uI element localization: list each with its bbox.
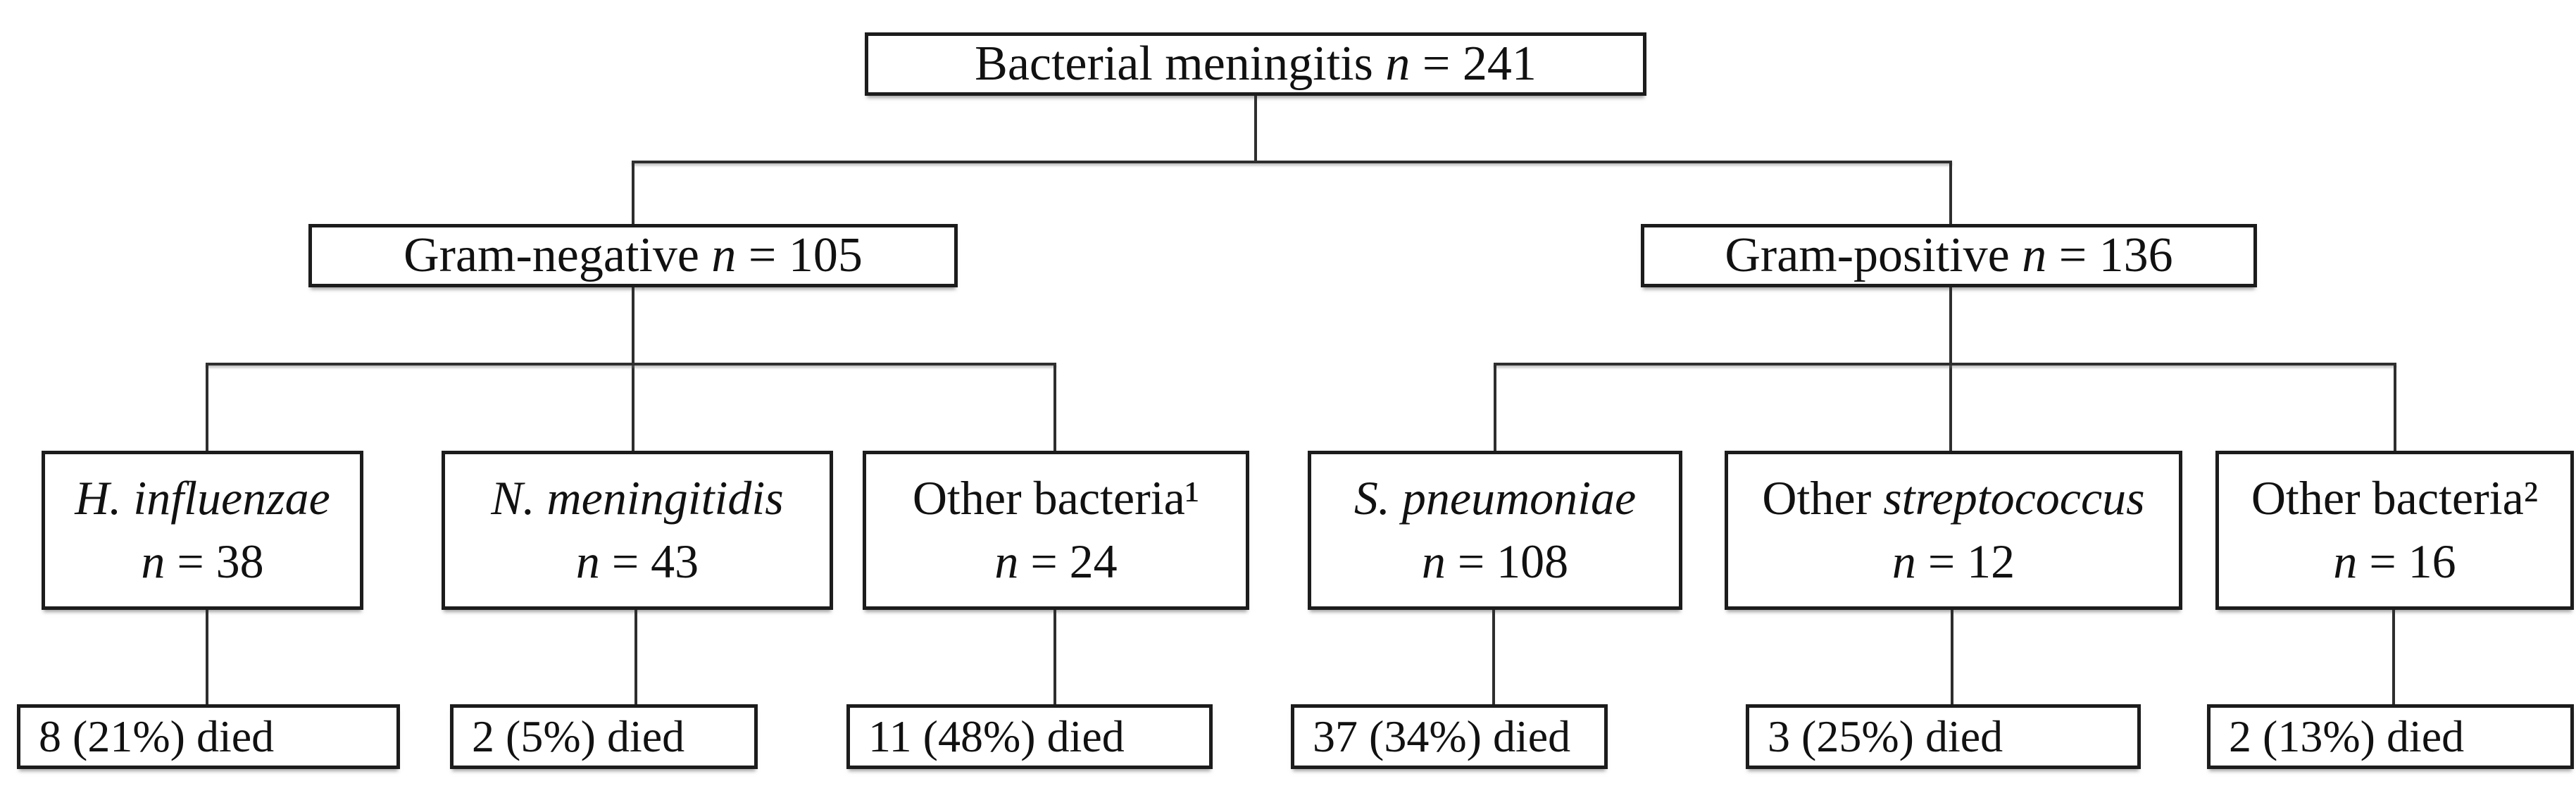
outcome-text: 2 (13%) died xyxy=(2229,711,2465,761)
n-value: = 105 xyxy=(736,227,863,282)
n-value: = 16 xyxy=(2357,535,2456,588)
node-h-influenzae: H. influenzae n = 38 xyxy=(42,451,363,610)
node-n-line: n = 12 xyxy=(1728,530,2179,594)
n-symbol: n xyxy=(1892,535,1916,588)
n-value: = 108 xyxy=(1445,535,1569,588)
node-other-bacteria-2: Other bacteria² n = 16 xyxy=(2215,451,2574,610)
n-symbol: n xyxy=(1421,535,1446,588)
node-gram-negative: Gram-negative n = 105 xyxy=(308,224,958,287)
n-value: = 241 xyxy=(1410,36,1537,91)
species-name: streptococcus xyxy=(1883,471,2145,525)
node-label: Other bacteria¹ xyxy=(866,467,1246,530)
node-label: Other bacteria² xyxy=(2219,467,2570,530)
label-text: Other bacteria¹ xyxy=(912,471,1200,525)
outcome-h-influenzae: 8 (21%) died xyxy=(17,704,400,769)
node-n-meningitidis: N. meningitidis n = 43 xyxy=(442,451,833,610)
label-text: Gram-positive xyxy=(1725,227,2022,282)
n-value: = 43 xyxy=(599,535,699,588)
node-other-streptococcus: Other streptococcus n = 12 xyxy=(1725,451,2182,610)
connector-level1-hbar xyxy=(632,161,1952,163)
connector-root-stem xyxy=(1254,96,1257,162)
n-symbol: n xyxy=(2333,535,2358,588)
outcome-other-bacteria-1: 11 (48%) died xyxy=(846,704,1213,769)
connector-drop-s-pneumoniae xyxy=(1494,363,1496,451)
node-label: H. influenzae xyxy=(45,467,360,530)
label-text: Other bacteria² xyxy=(2251,471,2539,525)
n-value: = 24 xyxy=(1018,535,1118,588)
connector-gram-positive-stem xyxy=(1949,287,1952,451)
node-bacterial-meningitis: Bacterial meningitis n = 241 xyxy=(865,32,1646,96)
n-symbol: n xyxy=(2022,227,2047,282)
node-n-line: n = 38 xyxy=(45,530,360,594)
outcome-text: 3 (25%) died xyxy=(1768,711,2003,761)
connector-gram-positive-hbar xyxy=(1494,363,2396,366)
node-label: N. meningitidis xyxy=(445,467,830,530)
outcome-label: 8 (21%) died xyxy=(20,707,396,766)
outcome-other-streptococcus: 3 (25%) died xyxy=(1746,704,2141,769)
node-label: S. pneumoniae xyxy=(1311,467,1679,530)
outcome-label: 37 (34%) died xyxy=(1294,707,1604,766)
connector-outcome-n-meningitidis xyxy=(634,610,637,704)
species-name: S. pneumoniae xyxy=(1353,471,1637,525)
outcome-s-pneumoniae: 37 (34%) died xyxy=(1291,704,1608,769)
outcome-text: 37 (34%) died xyxy=(1313,711,1571,761)
outcome-label: 2 (5%) died xyxy=(454,707,754,766)
connector-gram-negative-hbar xyxy=(206,363,1056,366)
n-symbol: n xyxy=(575,535,600,588)
outcome-text: 2 (5%) died xyxy=(472,711,685,761)
outcome-n-meningitidis: 2 (5%) died xyxy=(450,704,758,769)
outcome-label: 11 (48%) died xyxy=(850,707,1209,766)
node-label: Other streptococcus xyxy=(1728,467,2179,530)
outcome-text: 8 (21%) died xyxy=(39,711,275,761)
species-name: N. meningitidis xyxy=(491,471,784,525)
connector-outcome-other-streptococcus xyxy=(1951,610,1953,704)
label-text: Bacterial meningitis xyxy=(975,36,1386,91)
label-text: Other xyxy=(1762,471,1884,525)
connector-drop-h-influenzae xyxy=(206,363,208,451)
node-label: Gram-negative n = 105 xyxy=(312,223,954,288)
node-label: Bacterial meningitis n = 241 xyxy=(868,32,1643,96)
n-symbol: n xyxy=(141,535,165,588)
outcome-other-bacteria-2: 2 (13%) died xyxy=(2207,704,2574,769)
connector-drop-other-bacteria-1 xyxy=(1053,363,1056,451)
connector-gram-negative-stem xyxy=(632,287,634,451)
connector-drop-other-bacteria-2 xyxy=(2394,363,2396,451)
node-n-line: n = 16 xyxy=(2219,530,2570,594)
n-symbol: n xyxy=(1385,36,1411,91)
n-value: = 12 xyxy=(1915,535,2015,588)
label-text: Gram-negative xyxy=(404,227,712,282)
n-value: = 136 xyxy=(2046,227,2173,282)
connector-outcome-h-influenzae xyxy=(206,610,208,704)
node-label: Gram-positive n = 136 xyxy=(1644,223,2253,288)
connector-drop-gram-negative xyxy=(632,161,634,225)
n-symbol: n xyxy=(994,535,1019,588)
outcome-text: 11 (48%) died xyxy=(868,711,1125,761)
node-gram-positive: Gram-positive n = 136 xyxy=(1641,224,2257,287)
species-name: H. influenzae xyxy=(75,471,330,525)
node-n-line: n = 43 xyxy=(445,530,830,594)
node-other-bacteria-1: Other bacteria¹ n = 24 xyxy=(863,451,1249,610)
connector-outcome-other-bacteria-2 xyxy=(2392,610,2395,704)
connector-outcome-s-pneumoniae xyxy=(1492,610,1495,704)
node-s-pneumoniae: S. pneumoniae n = 108 xyxy=(1308,451,1682,610)
connector-drop-gram-positive xyxy=(1949,161,1952,225)
outcome-label: 2 (13%) died xyxy=(2211,707,2570,766)
outcome-label: 3 (25%) died xyxy=(1749,707,2137,766)
node-n-line: n = 24 xyxy=(866,530,1246,594)
connector-outcome-other-bacteria-1 xyxy=(1053,610,1056,704)
n-value: = 38 xyxy=(165,535,264,588)
n-symbol: n xyxy=(711,227,737,282)
node-n-line: n = 108 xyxy=(1311,530,1679,594)
